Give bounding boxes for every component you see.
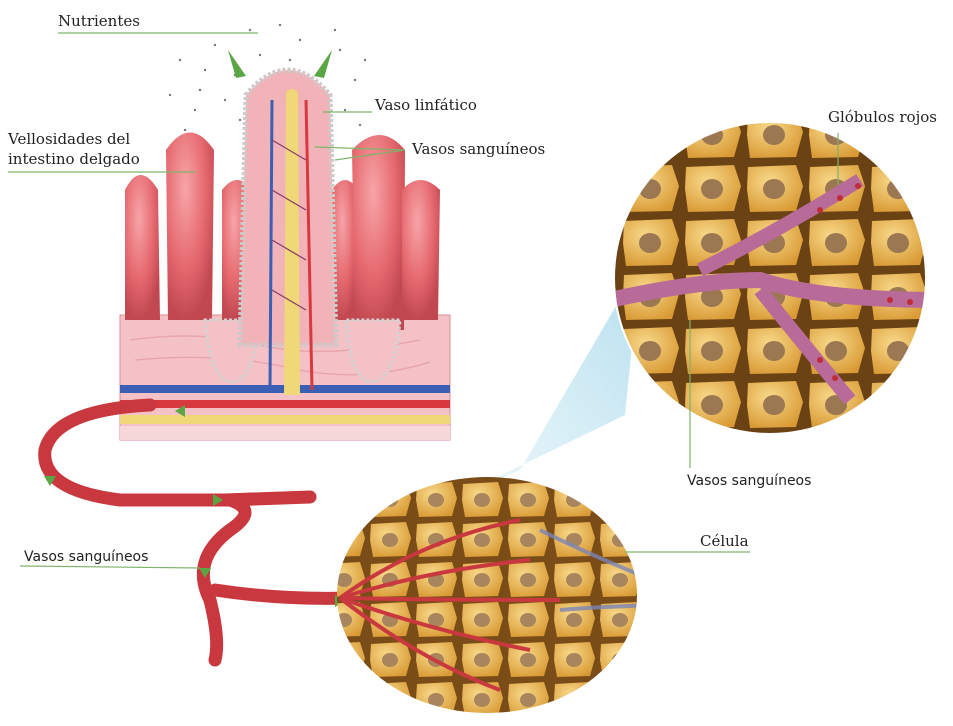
label-vasos-sanguineos-zoom: Vasos sanguíneos <box>687 472 811 490</box>
label-vasos-sanguineos-left: Vasos sanguíneos <box>24 548 148 566</box>
magnified-tissue <box>600 110 940 450</box>
label-globulos-rojos: Glóbulos rojos <box>828 108 937 126</box>
label-celula: Célula <box>700 532 749 550</box>
label-vasos-sanguineos-villus: Vasos sanguíneos <box>412 140 545 158</box>
label-vellosidades-line1: Vellosidades del <box>8 130 130 148</box>
label-nutrientes: Nutrientes <box>58 12 140 30</box>
magnification-beam <box>440 265 640 505</box>
blood-vessel <box>45 405 245 660</box>
cell-tissue-small <box>330 470 690 720</box>
label-vaso-linfatico: Vaso linfático <box>375 96 477 114</box>
label-vellosidades-line2: intestino delgado <box>8 150 140 168</box>
